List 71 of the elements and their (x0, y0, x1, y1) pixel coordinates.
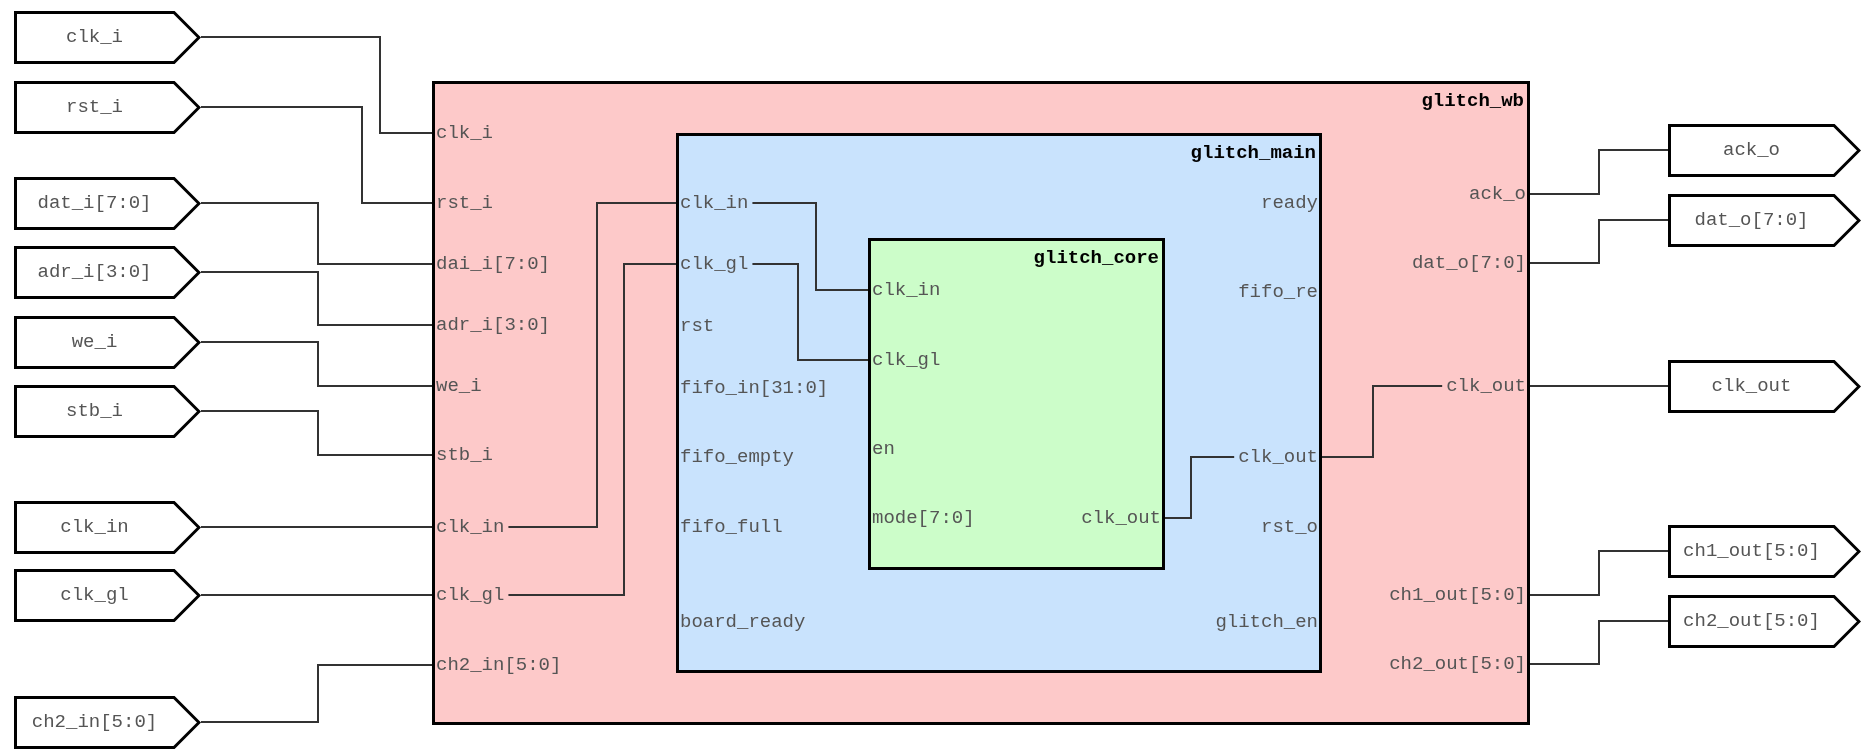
port-label: stb_i (432, 444, 497, 466)
module-name: glitch_wb (1421, 90, 1524, 112)
wire (751, 202, 869, 291)
port-label: clk_out (1442, 375, 1530, 397)
output-port-connector: ch1_out[5:0] (1668, 524, 1861, 578)
wire (200, 106, 433, 204)
output-port-connector: dat_o[7:0] (1668, 193, 1861, 247)
wire (507, 263, 677, 596)
input-port-connector: clk_i (14, 10, 201, 64)
port-label: rst_o (1260, 516, 1319, 538)
output-port-connector: ack_o (1668, 123, 1861, 177)
port-label: clk_in (676, 192, 753, 214)
module-box (676, 133, 1322, 673)
port-label: fifo_in[31:0] (679, 377, 830, 399)
port-label: rst_i (432, 192, 497, 214)
port-label: clk_out (1234, 446, 1322, 468)
wire (200, 202, 433, 265)
wire (200, 526, 433, 528)
wire (200, 341, 433, 387)
port-label: clk_gl (432, 584, 509, 606)
port-label: clk_out (1077, 507, 1165, 529)
wire (200, 410, 433, 456)
module-box (868, 238, 1165, 570)
port-label: dai_i[7:0] (432, 253, 555, 275)
wire (507, 202, 677, 528)
input-port-connector: we_i (14, 315, 201, 369)
port-label: ready (1260, 192, 1319, 214)
input-port-connector: ch2_in[5:0] (14, 695, 201, 749)
wire (1529, 385, 1669, 387)
wire (1529, 620, 1669, 665)
input-port-connector: stb_i (14, 384, 201, 438)
wire (1321, 385, 1444, 458)
port-label: fifo_full (679, 516, 784, 538)
wire (1529, 149, 1669, 195)
port-label: ch2_in[5:0] (432, 654, 566, 676)
wire (200, 36, 433, 134)
wire (200, 594, 433, 596)
wire (200, 664, 433, 723)
port-label: fifo_re (1237, 281, 1319, 303)
wire (200, 271, 433, 326)
port-label: glitch_en (1214, 611, 1319, 633)
port-label: clk_gl (676, 253, 753, 275)
port-label: en (871, 438, 896, 460)
wire (1529, 550, 1669, 596)
input-port-connector: clk_gl (14, 568, 201, 622)
port-label: fifo_empty (679, 446, 796, 468)
module-name: glitch_main (1190, 142, 1316, 164)
wire (1529, 219, 1669, 264)
port-label: dat_o[7:0] (1407, 252, 1530, 274)
port-label: ack_o (1465, 183, 1530, 205)
port-label: clk_i (432, 122, 497, 144)
port-label: mode[7:0] (871, 507, 976, 529)
input-port-connector: dat_i[7:0] (14, 176, 201, 230)
input-port-connector: clk_in (14, 500, 201, 554)
output-port-connector: ch2_out[5:0] (1668, 594, 1861, 648)
port-label: clk_gl (868, 349, 945, 371)
input-port-connector: adr_i[3:0] (14, 245, 201, 299)
port-label: clk_in (432, 516, 509, 538)
port-label: adr_i[3:0] (432, 314, 555, 336)
port-label: board_ready (679, 611, 807, 633)
wire (1164, 456, 1236, 519)
input-port-connector: rst_i (14, 80, 201, 134)
port-label: ch1_out[5:0] (1385, 584, 1530, 606)
wire (751, 263, 869, 361)
module-name: glitch_core (1033, 247, 1159, 269)
module-box (432, 81, 1530, 725)
port-label: clk_in (868, 279, 945, 301)
port-label: we_i (432, 375, 486, 397)
port-label: rst (679, 315, 716, 337)
output-port-connector: clk_out (1668, 359, 1861, 413)
port-label: ch2_out[5:0] (1385, 653, 1530, 675)
